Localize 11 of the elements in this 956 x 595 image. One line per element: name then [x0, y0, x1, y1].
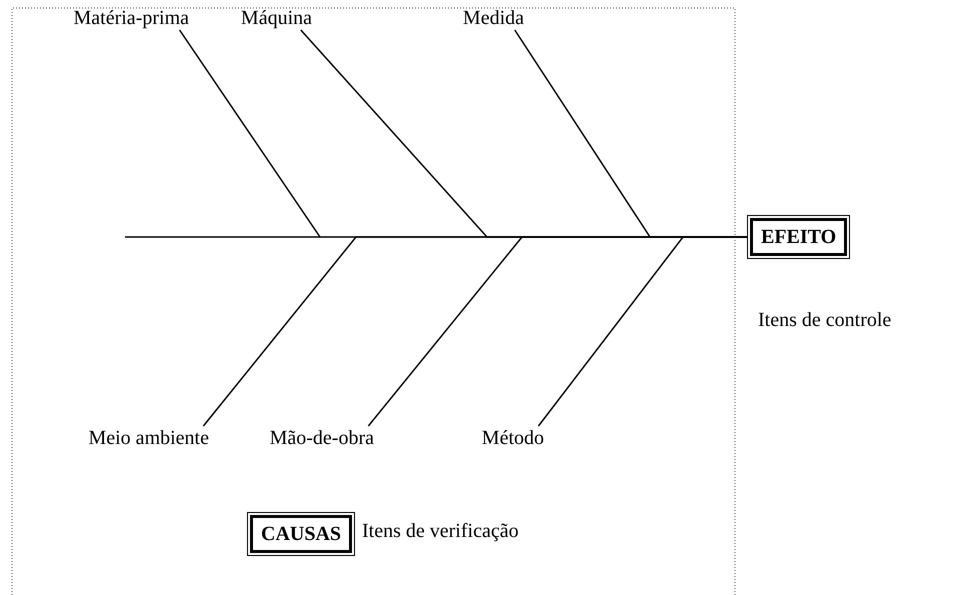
- bone-line: [538, 236, 747, 426]
- heading-box: CAUSAS: [250, 515, 352, 553]
- cause-label: Método: [482, 426, 544, 450]
- cause-label: Meio ambiente: [88, 426, 209, 450]
- cause-label: Mão-de-obra: [270, 426, 374, 450]
- caption-text: Itens de controle: [758, 308, 892, 332]
- caption-text: Itens de verificação: [362, 519, 519, 543]
- cause-label: Máquina: [240, 6, 312, 30]
- heading-box: EFEITO: [750, 218, 848, 256]
- cause-label: Matéria-prima: [74, 6, 189, 30]
- cause-label: Medida: [462, 6, 524, 30]
